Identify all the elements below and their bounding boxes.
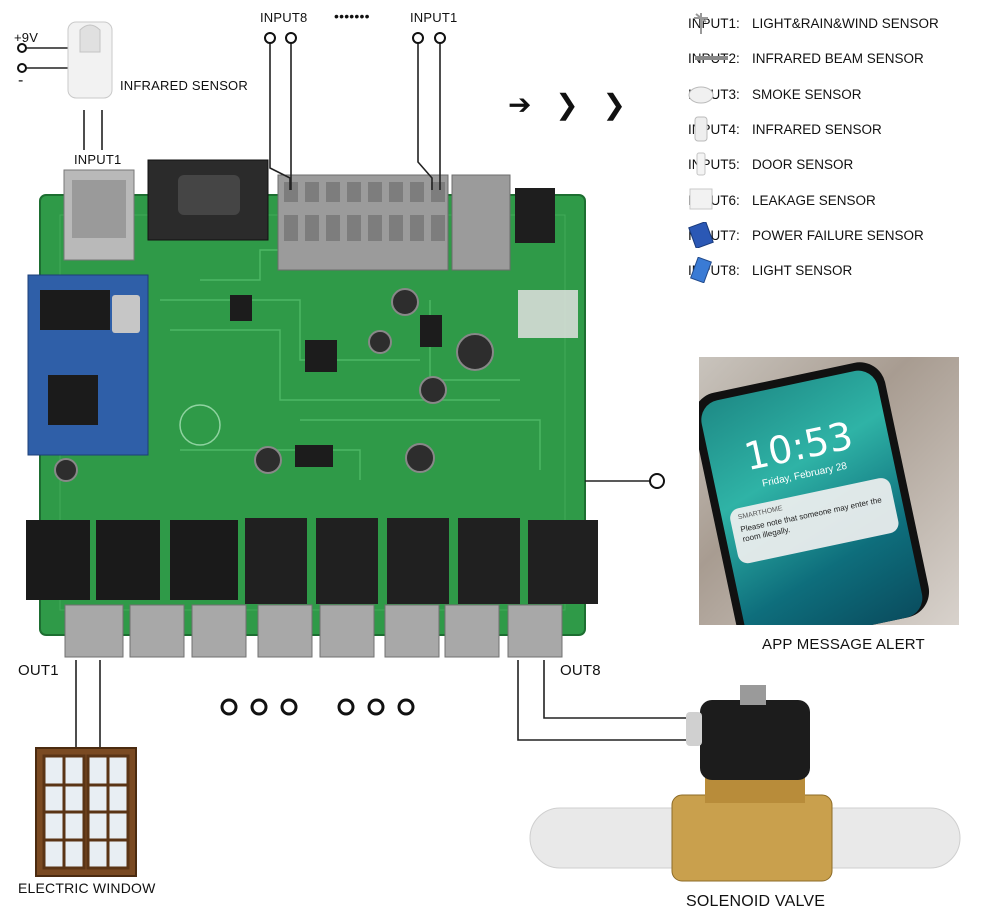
phone-alert-photo: 10:53 Friday, February 28 SMARTHOME Plea… bbox=[699, 357, 959, 625]
input-value: LIGHT SENSOR bbox=[752, 263, 853, 279]
valve-caption: SOLENOID VALVE bbox=[686, 893, 826, 910]
flow-arrows: ➔ ❯ ❯ bbox=[508, 89, 634, 120]
wind-sensor-icon bbox=[694, 13, 708, 34]
beam-sensor-icon bbox=[695, 56, 728, 61]
input-row: INPUT8:LIGHT SENSOR bbox=[688, 253, 988, 288]
input-value: DOOR SENSOR bbox=[752, 157, 854, 173]
voltage-label: +9V bbox=[14, 30, 39, 45]
dc-jack bbox=[515, 188, 555, 243]
light-sensor-icon bbox=[690, 257, 712, 284]
input-row: INPUT1:LIGHT&RAIN&WIND SENSOR bbox=[688, 6, 988, 41]
electric-window-drawing bbox=[35, 747, 137, 877]
out1-label: OUT1 bbox=[18, 662, 59, 679]
infrared-sensor-icon bbox=[694, 116, 708, 142]
input-row: INPUT7:POWER FAILURE SENSOR bbox=[688, 218, 988, 253]
output-terminals bbox=[64, 604, 563, 658]
input-value: INFRARED SENSOR bbox=[752, 122, 882, 138]
input-value: POWER FAILURE SENSOR bbox=[752, 227, 924, 243]
phone-caption: APP MESSAGE ALERT bbox=[762, 636, 925, 653]
inputs-list: INPUT1:LIGHT&RAIN&WIND SENSOR INPUT2:INF… bbox=[688, 6, 988, 288]
sensor-input-label: INPUT1 bbox=[74, 152, 122, 167]
sensor-name: INFRARED SENSOR bbox=[120, 78, 248, 93]
input-row: INPUT5:DOOR SENSOR bbox=[688, 147, 988, 182]
terminal-input8-label: INPUT8 bbox=[260, 10, 308, 25]
leakage-sensor-icon bbox=[689, 188, 713, 210]
input-value: LIGHT&RAIN&WIND SENSOR bbox=[752, 16, 939, 32]
window-caption: ELECTRIC WINDOW bbox=[18, 880, 156, 896]
input-row: INPUT4:INFRARED SENSOR bbox=[688, 112, 988, 147]
input-value: SMOKE SENSOR bbox=[752, 86, 862, 102]
minus-label: - bbox=[18, 72, 24, 89]
input-value: INFRARED BEAM SENSOR bbox=[752, 51, 924, 67]
terminal-dots: ••••••• bbox=[334, 8, 370, 24]
input-row: INPUT2:INFRARED BEAM SENSOR bbox=[688, 41, 988, 76]
phone-body: 10:53 Friday, February 28 SMARTHOME Plea… bbox=[699, 357, 934, 625]
out8-label: OUT8 bbox=[560, 662, 601, 679]
solenoid-valve-drawing bbox=[529, 685, 961, 882]
input-row: INPUT6:LEAKAGE SENSOR bbox=[688, 182, 988, 217]
input-row: INPUT3:SMOKE SENSOR bbox=[688, 77, 988, 112]
door-sensor-icon bbox=[696, 152, 706, 176]
terminal-input1-label: INPUT1 bbox=[410, 10, 458, 25]
relay-row bbox=[26, 518, 598, 604]
power-failure-sensor-icon bbox=[688, 221, 714, 248]
infrared-sensor-device bbox=[67, 21, 113, 99]
smoke-sensor-icon bbox=[688, 86, 714, 104]
phone-screen: 10:53 Friday, February 28 SMARTHOME Plea… bbox=[699, 366, 927, 625]
input-value: LEAKAGE SENSOR bbox=[752, 192, 876, 208]
continuation-dots bbox=[220, 698, 415, 716]
power-terminal-block bbox=[451, 174, 511, 271]
